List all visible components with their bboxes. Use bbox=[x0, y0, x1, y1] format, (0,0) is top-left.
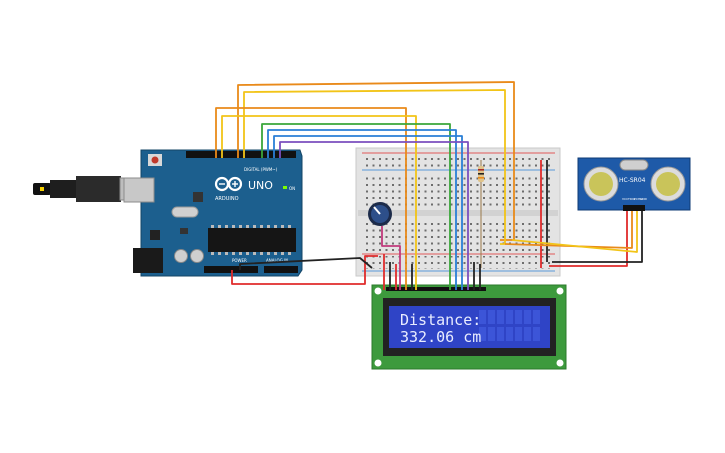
wire-yellow-lcd bbox=[221, 115, 417, 290]
arduino-brand-label: ARDUINO bbox=[215, 196, 239, 202]
power-header bbox=[204, 266, 258, 273]
sensor-crystal bbox=[619, 159, 649, 171]
wire-red-power bbox=[231, 255, 378, 285]
lcd-header bbox=[386, 287, 486, 291]
wire-red-sensor bbox=[549, 211, 628, 267]
lcd-line-2: 332.06 cm bbox=[400, 328, 481, 346]
power-header-label: POWER bbox=[232, 258, 247, 263]
sensor-pin-gnd: GND bbox=[640, 197, 648, 201]
regulator-chip bbox=[150, 230, 160, 240]
sensor-pin-echo: ECHO bbox=[634, 197, 643, 201]
usb-chip bbox=[193, 192, 203, 202]
capacitor bbox=[190, 249, 204, 263]
wire-orange-sensor bbox=[504, 211, 633, 249]
lcd-line-1: Distance: bbox=[400, 311, 481, 329]
digital-header bbox=[186, 151, 296, 158]
arduino-model-label: UNO bbox=[248, 179, 273, 192]
power-led bbox=[283, 186, 287, 189]
wire-blue-2 bbox=[273, 135, 463, 290]
sensor-pin-vcc: VCC bbox=[622, 197, 628, 201]
wire-blue-1 bbox=[267, 129, 457, 290]
wire-green bbox=[261, 123, 451, 290]
atmega-chip bbox=[208, 228, 296, 252]
analog-header bbox=[264, 266, 298, 273]
arduino-logo-icon bbox=[214, 176, 243, 192]
potentiometer[interactable] bbox=[368, 202, 392, 226]
wire-orange-lcd bbox=[215, 107, 407, 290]
sensor-pin-trig: TRIG bbox=[627, 197, 636, 201]
analog-header-label: ANALOG IN bbox=[266, 258, 288, 263]
digital-header-label: DIGITAL (PWM~) bbox=[244, 167, 278, 172]
usb-port bbox=[123, 177, 155, 203]
wire-yellow-sensor bbox=[511, 211, 638, 253]
wire-orange-top bbox=[237, 81, 515, 241]
resistor bbox=[478, 160, 484, 268]
wire-black-sensor bbox=[552, 211, 643, 263]
lcd-screen bbox=[389, 306, 550, 348]
wire-magenta-pot bbox=[381, 226, 401, 290]
power-led-label: ON bbox=[289, 186, 295, 191]
crystal bbox=[171, 206, 199, 218]
lcd-module[interactable]: Distance: 332.06 cm bbox=[371, 284, 567, 370]
sensor-model-label: HC-SR04 bbox=[619, 177, 646, 184]
ultrasonic-sensor[interactable]: HC-SR04 VCC TRIG ECHO GND bbox=[577, 157, 691, 211]
wire-yellow-top bbox=[243, 89, 506, 245]
arduino-uno-board[interactable]: ARDUINO UNO DIGITAL (PWM~) ANALOG IN POW… bbox=[123, 149, 303, 277]
capacitor bbox=[174, 249, 188, 263]
wire-black-ground bbox=[239, 257, 373, 270]
wires bbox=[215, 81, 643, 290]
wire-purple bbox=[279, 141, 469, 290]
smd-component bbox=[180, 228, 188, 234]
power-jack bbox=[133, 248, 163, 273]
sensor-header bbox=[623, 205, 645, 211]
